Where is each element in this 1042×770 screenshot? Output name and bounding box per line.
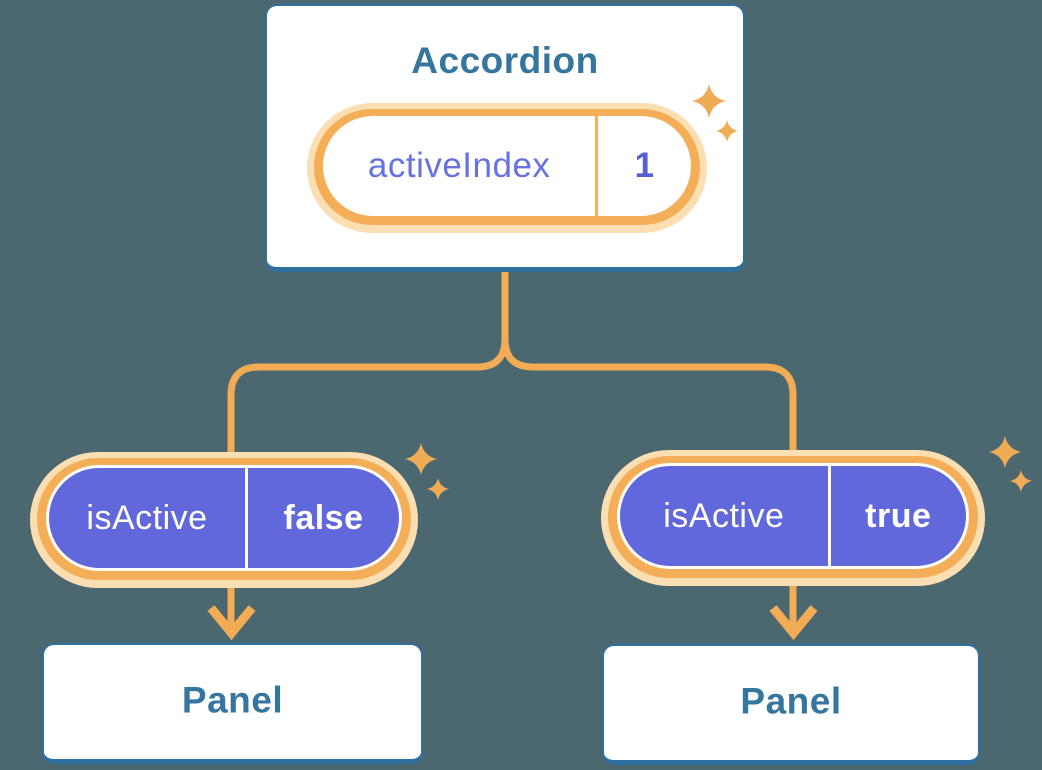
arrow-down-icon bbox=[207, 605, 256, 641]
pill-divider bbox=[827, 466, 831, 566]
connector-right-branch bbox=[501, 271, 797, 627]
panel-card-right: Panel bbox=[602, 644, 980, 765]
sparkle-icon bbox=[692, 84, 726, 118]
state-pill-body: activeIndex 1 bbox=[323, 116, 691, 216]
panel-card-title: Panel bbox=[181, 679, 284, 721]
panel-card-left: Panel bbox=[42, 643, 423, 764]
prop-pill-value: false bbox=[283, 498, 364, 537]
prop-pill-is-active-right: isActive true bbox=[601, 450, 985, 586]
prop-pill-label: isActive bbox=[86, 498, 208, 537]
accordion-card-title: Accordion bbox=[411, 40, 599, 81]
prop-pill-ring: isActive false bbox=[37, 458, 411, 580]
prop-pill-label: isActive bbox=[663, 496, 785, 535]
prop-pill-ring: isActive true bbox=[608, 456, 978, 578]
state-pill-value: 1 bbox=[634, 146, 655, 185]
sparkle-icon bbox=[405, 443, 437, 475]
pill-divider bbox=[595, 116, 599, 216]
sparkle-icon bbox=[989, 436, 1021, 468]
prop-pill-body: isActive true bbox=[617, 463, 969, 569]
state-pill-active-index: activeIndex 1 bbox=[307, 103, 707, 233]
sparkle-icon bbox=[427, 478, 449, 500]
sparkle-icon bbox=[716, 120, 738, 142]
prop-pill-is-active-left: isActive false bbox=[30, 452, 418, 588]
state-pill-ring: activeIndex 1 bbox=[314, 109, 700, 225]
prop-pill-value: true bbox=[865, 496, 932, 535]
prop-pill-body: isActive false bbox=[46, 465, 402, 571]
panel-card-title: Panel bbox=[740, 680, 842, 722]
pill-divider bbox=[245, 468, 248, 568]
sparkle-icon bbox=[1010, 470, 1032, 492]
state-pill-label: activeIndex bbox=[367, 146, 551, 185]
arrow-down-icon bbox=[769, 605, 818, 641]
